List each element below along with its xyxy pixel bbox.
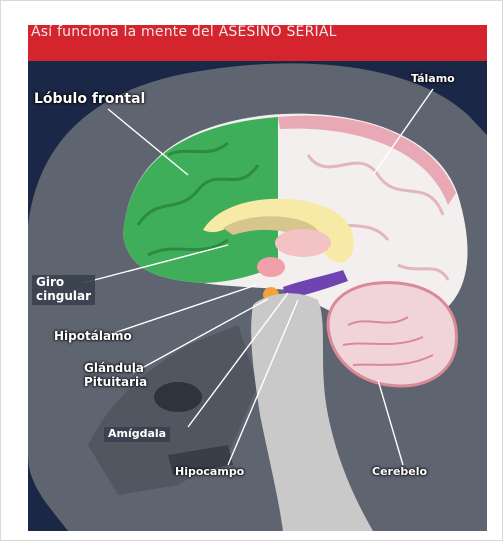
page-title: Así funciona la mente del ASESINO SERIAL	[31, 25, 337, 41]
brain-infographic: Así funciona la mente del ASESINO SERIAL…	[28, 25, 487, 531]
label-glandula-line2: Pituitaria	[84, 376, 147, 390]
title-banner: Así funciona la mente del ASESINO SERIAL	[28, 25, 487, 61]
thalamus-shape	[275, 229, 331, 257]
label-cerebelo: Cerebelo	[372, 466, 427, 479]
label-glandula-line1: Glándula	[84, 362, 147, 376]
label-giro-cingular: Giro cingular	[32, 275, 95, 305]
label-giro-cingular-line2: cingular	[36, 290, 91, 304]
label-talamo: Tálamo	[411, 73, 455, 86]
hypothalamus-shape	[257, 257, 285, 277]
label-amigdala: Amígdala	[104, 427, 170, 442]
label-glandula-pituitaria: Glándula Pituitaria	[84, 362, 147, 390]
label-lobulo-frontal: Lóbulo frontal	[34, 91, 145, 107]
eye-socket	[154, 382, 202, 412]
label-giro-cingular-line1: Giro	[36, 276, 91, 290]
label-hipocampo: Hipocampo	[175, 466, 244, 479]
label-hipotalamo: Hipotálamo	[54, 330, 132, 344]
